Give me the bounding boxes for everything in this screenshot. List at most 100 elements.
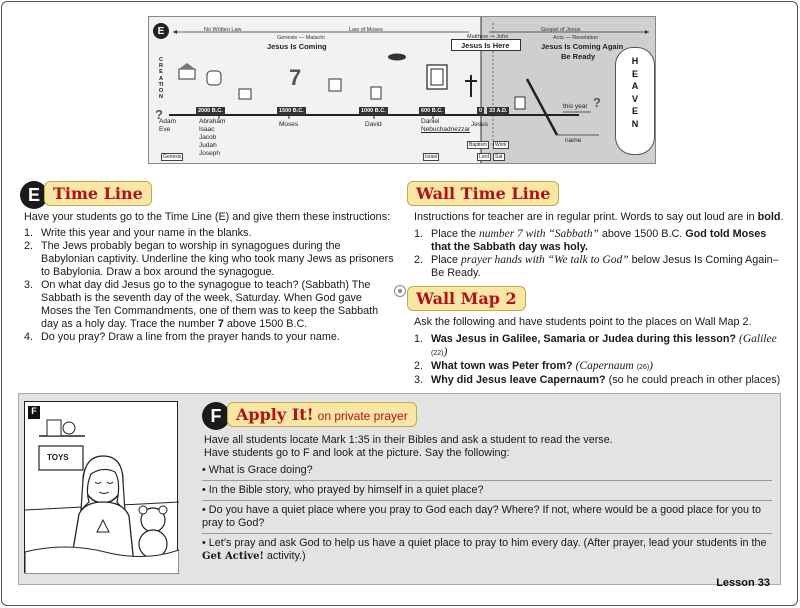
wall-step: 2. Place prayer hands with “We talk to Go…: [414, 254, 782, 280]
prayer-text: • Let’s pray and ask God to help us have…: [202, 537, 767, 549]
step-italic: prayer hands with “We talk to God”: [461, 254, 629, 266]
person-jesus: Jesus: [471, 121, 488, 128]
answer: (Capernaum: [575, 360, 634, 372]
step-italic: number 7 with “Sabbath”: [479, 228, 599, 240]
heaven-cloud: [615, 47, 655, 155]
timeline-lines: [169, 17, 649, 163]
label-name: name: [565, 137, 582, 144]
date-1500bc: 1500 B.C.: [277, 107, 306, 115]
question-bold: Was Jesus in Galilee, Samaria or Judea d…: [431, 333, 737, 345]
box-sat: Sat: [493, 153, 505, 161]
step-number: 2.: [24, 240, 34, 252]
wall-map-heading: Wall Map 2: [407, 286, 526, 311]
date-2000bc: 2000 B.C.: [196, 107, 225, 115]
person-david: David: [365, 121, 382, 128]
map-ref: (22): [431, 350, 444, 357]
praying-girl-illustration: [24, 406, 180, 575]
time-line-steps: 1.Write this year and your name in the b…: [24, 227, 396, 344]
question-mark-right: ?: [593, 95, 601, 110]
section-e-badge: E: [20, 181, 48, 209]
step-text: above 1500 B.C.: [598, 228, 686, 240]
label-jesus-coming-again: Jesus Is Coming Again: [541, 42, 624, 51]
timeline-badge: E: [153, 23, 169, 39]
date-33ad: 33 A.D.: [487, 107, 510, 115]
person-daniel: Daniel: [421, 118, 440, 125]
step-text-bold: 7: [217, 318, 224, 330]
label-jesus-is-coming: Jesus Is Coming: [267, 42, 327, 51]
person-patriarchs: Abraham Isaac Jacob Judah Joseph: [199, 118, 226, 157]
wall-time-line-intro: Instructions for teacher are in regular …: [414, 211, 784, 224]
apply-it-questions: • What is Grace doing? • In the Bible st…: [202, 461, 772, 566]
label-law-of-moses: Law of Moses: [349, 27, 383, 33]
person-nebuchadnezzar: Nebuchadnezzar: [421, 126, 471, 133]
timeline-figure: E: [148, 16, 656, 164]
map-question: 2. What town was Peter from? (Capernaum (…: [414, 360, 786, 374]
map-pin-icon: [394, 285, 406, 297]
answer-close: ): [649, 360, 654, 372]
answer-close: ): [443, 346, 448, 358]
heaven-letter: H: [631, 56, 639, 66]
question-item: • What is Grace doing?: [202, 464, 313, 476]
apply-it-title: Apply It!: [236, 405, 314, 424]
question-number: 3.: [414, 374, 424, 386]
map-ref: (26): [636, 364, 650, 371]
intro-bold: bold: [757, 211, 781, 223]
box-genesis: Genesis: [161, 153, 184, 161]
answer: (so he could preach in other places): [605, 374, 781, 386]
wall-step: 1. Place the number 7 with “Sabbath” abov…: [414, 228, 782, 254]
label-matthew-john: Matthew — John: [467, 34, 509, 40]
toys-label: TOYS: [47, 453, 69, 462]
grace-praying-picture: F TOYS: [24, 401, 180, 575]
date-1000bc: 1000 B.C.: [359, 107, 388, 115]
jesus-is-here-box: [451, 39, 521, 51]
get-active-bold: Get Active!: [202, 551, 264, 562]
time-line-step: 3.On what day did Jesus go to the synago…: [24, 279, 396, 331]
apply-it-intro-1: Have all students locate Mark 1:35 in th…: [204, 434, 613, 446]
step-number: 1.: [414, 228, 424, 240]
apply-it-subtitle: on private prayer: [317, 409, 408, 423]
heaven-letter: E: [631, 68, 638, 79]
question-bold: What town was Peter from?: [431, 360, 573, 372]
time-line-heading: Time Line: [44, 181, 152, 206]
step-number: 2.: [414, 254, 424, 266]
question-number: 2.: [414, 360, 424, 372]
apply-it-intro-2: Have students go to F and look at the pi…: [204, 447, 510, 459]
time-line-intro: Have your students go to the Time Line (…: [24, 211, 391, 223]
step-number: 3.: [24, 279, 34, 291]
time-line-step: 4.Do you pray? Draw a line from the pray…: [24, 331, 396, 344]
question-item: • In the Bible story, who prayed by hims…: [202, 480, 772, 500]
time-line-step: 1.Write this year and your name in the b…: [24, 227, 396, 240]
label-this-year: this year: [563, 103, 588, 110]
label-be-ready: Be Ready: [561, 52, 596, 61]
label-jesus-is-here: Jesus Is Here: [461, 41, 510, 50]
box-baptism: Baptism: [467, 141, 490, 149]
step-text: above 1500 B.C.: [223, 318, 308, 330]
wall-time-line-steps: 1. Place the number 7 with “Sabbath” abov…: [414, 228, 782, 280]
step-bold: God told Moses that the Sabbath day was …: [431, 228, 767, 253]
intro-text: Instructions for teacher are in regular …: [414, 211, 758, 223]
question-mark-left: ?: [155, 107, 163, 122]
step-text: The Jews probably began to worship in sy…: [41, 240, 394, 278]
heaven-letter: V: [631, 93, 638, 104]
step-text: Place the: [431, 228, 480, 240]
heaven-letter: N: [631, 118, 639, 129]
step-text: below Jesus Is Coming Again–Be Ready.: [431, 254, 779, 279]
heaven-letter: A: [631, 81, 639, 91]
person-adam-eve: Adam Eve: [159, 118, 176, 133]
picture-f-label: F: [31, 406, 37, 416]
date-600bc: 600 B.C.: [419, 107, 445, 115]
intro-text: .: [780, 211, 784, 223]
section-f-badge: F: [202, 402, 230, 430]
step-text: Write this year and your name in the bla…: [41, 227, 252, 239]
step-text: Place: [431, 254, 462, 266]
prayer-text: activity.): [263, 550, 306, 562]
map-question: 1.Was Jesus in Galilee, Samaria or Judea…: [414, 333, 786, 360]
question-item: • Let’s pray and ask God to help us have…: [202, 533, 772, 566]
number-seven: 7: [289, 65, 302, 90]
question-item: • Do you have a quiet place where you pr…: [202, 500, 772, 533]
label-genesis-malachi: Genesis — Malachi: [277, 35, 325, 41]
heaven-letter: E: [631, 106, 638, 116]
box-israel: Israel: [423, 153, 440, 161]
